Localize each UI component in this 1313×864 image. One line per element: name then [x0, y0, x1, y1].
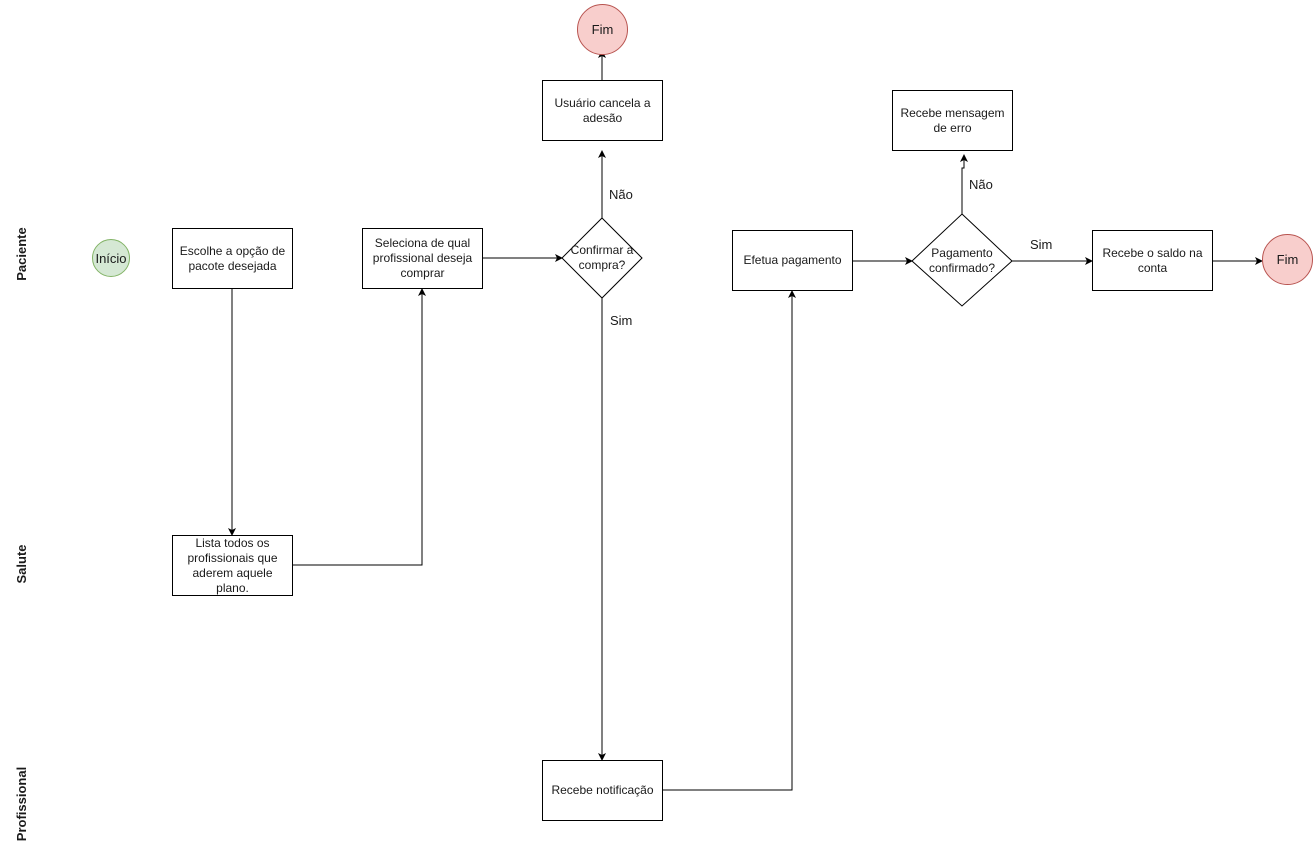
node-lista-profissionais: Lista todos os profissionais que aderem …	[172, 535, 293, 596]
edge-label-sim-confirmar: Sim	[610, 313, 633, 328]
lane-label-salute: Salute	[14, 544, 29, 584]
node-pagamento-confirmado: Pagamento confirmado?	[928, 246, 996, 275]
lane-label-profissional: Profissional	[14, 766, 29, 842]
node-mensagem-erro: Recebe mensagem de erro	[892, 90, 1013, 151]
node-escolhe-pacote: Escolhe a opção de pacote desejada	[172, 228, 293, 289]
node-recebe-notificacao: Recebe notificação	[542, 760, 663, 821]
end-node-top: Fim	[577, 4, 628, 55]
node-seleciona-profissional: Seleciona de qual profissional deseja co…	[362, 228, 483, 289]
edge-label-sim-pagamento: Sim	[1030, 237, 1053, 252]
edge-pagamento-erro	[960, 154, 968, 214]
end-node-right: Fim	[1262, 234, 1313, 285]
edge-label-nao-confirmar: Não	[609, 187, 633, 202]
decision-confirmar-diamond	[561, 217, 643, 299]
start-node: Início	[92, 239, 130, 277]
decision-pagamento-diamond	[911, 213, 1013, 307]
edge-notificacao-efetua	[662, 290, 796, 791]
edge-lista-seleciona	[292, 288, 426, 566]
flow-connectors	[228, 50, 1263, 791]
lane-label-paciente: Paciente	[14, 227, 29, 281]
node-efetua-pagamento: Efetua pagamento	[732, 230, 853, 291]
edge-label-nao-pagamento: Não	[969, 177, 993, 192]
node-cancela-adesao: Usuário cancela a adesão	[542, 80, 663, 141]
node-confirmar-compra: Confirmar a compra?	[570, 243, 634, 272]
node-recebe-saldo: Recebe o saldo na conta	[1092, 230, 1213, 291]
